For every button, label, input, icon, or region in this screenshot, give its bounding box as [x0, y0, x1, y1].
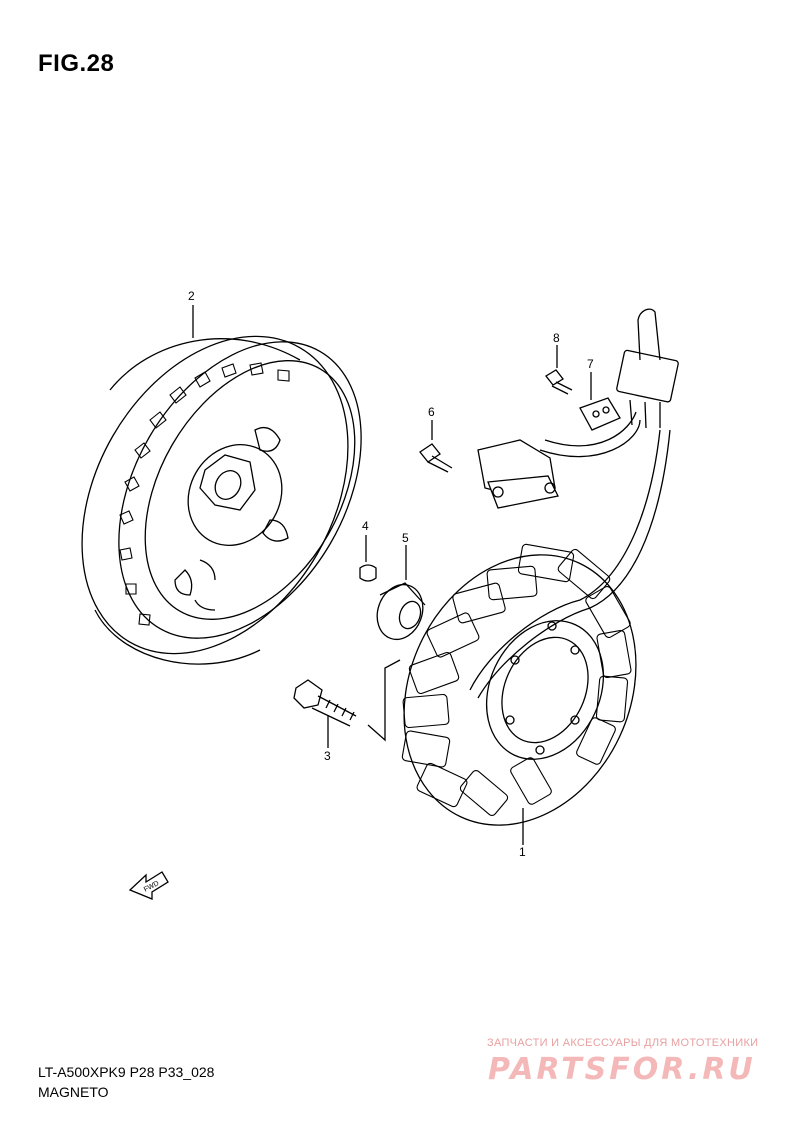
- callout-7: 7: [587, 357, 594, 371]
- callout-4: 4: [362, 519, 369, 533]
- watermark-logo: PARTSFOR.RU: [488, 1052, 756, 1087]
- woodruff-key[interactable]: [359, 564, 377, 582]
- wiring-harness: [469, 308, 679, 699]
- callout-2: 2: [188, 289, 195, 303]
- wire-clamp[interactable]: [579, 397, 621, 431]
- flywheel-rotor[interactable]: [28, 289, 411, 701]
- figure-title: FIG.28: [38, 50, 115, 77]
- pickup-screw[interactable]: [419, 443, 453, 473]
- diagram-name: MAGNETO: [38, 1084, 109, 1100]
- callout-3: 3: [324, 749, 331, 763]
- clamp-screw[interactable]: [545, 369, 573, 395]
- callout-8: 8: [553, 331, 560, 345]
- pickup-coil[interactable]: [477, 439, 559, 509]
- stator[interactable]: [361, 517, 679, 864]
- callout-5: 5: [402, 531, 409, 545]
- watermark-tagline: ЗАПЧАСТИ И АКСЕССУАРЫ ДЛЯ МОТОТЕХНИКИ: [487, 1037, 759, 1049]
- callout-1: 1: [519, 845, 526, 859]
- stator-bolt[interactable]: [293, 679, 357, 727]
- callout-6: 6: [428, 405, 435, 419]
- fwd-arrow: [128, 871, 169, 900]
- rotor-nut[interactable]: [370, 578, 430, 646]
- diagram-code: LT-A500XPK9 P28 P33_028: [38, 1064, 215, 1080]
